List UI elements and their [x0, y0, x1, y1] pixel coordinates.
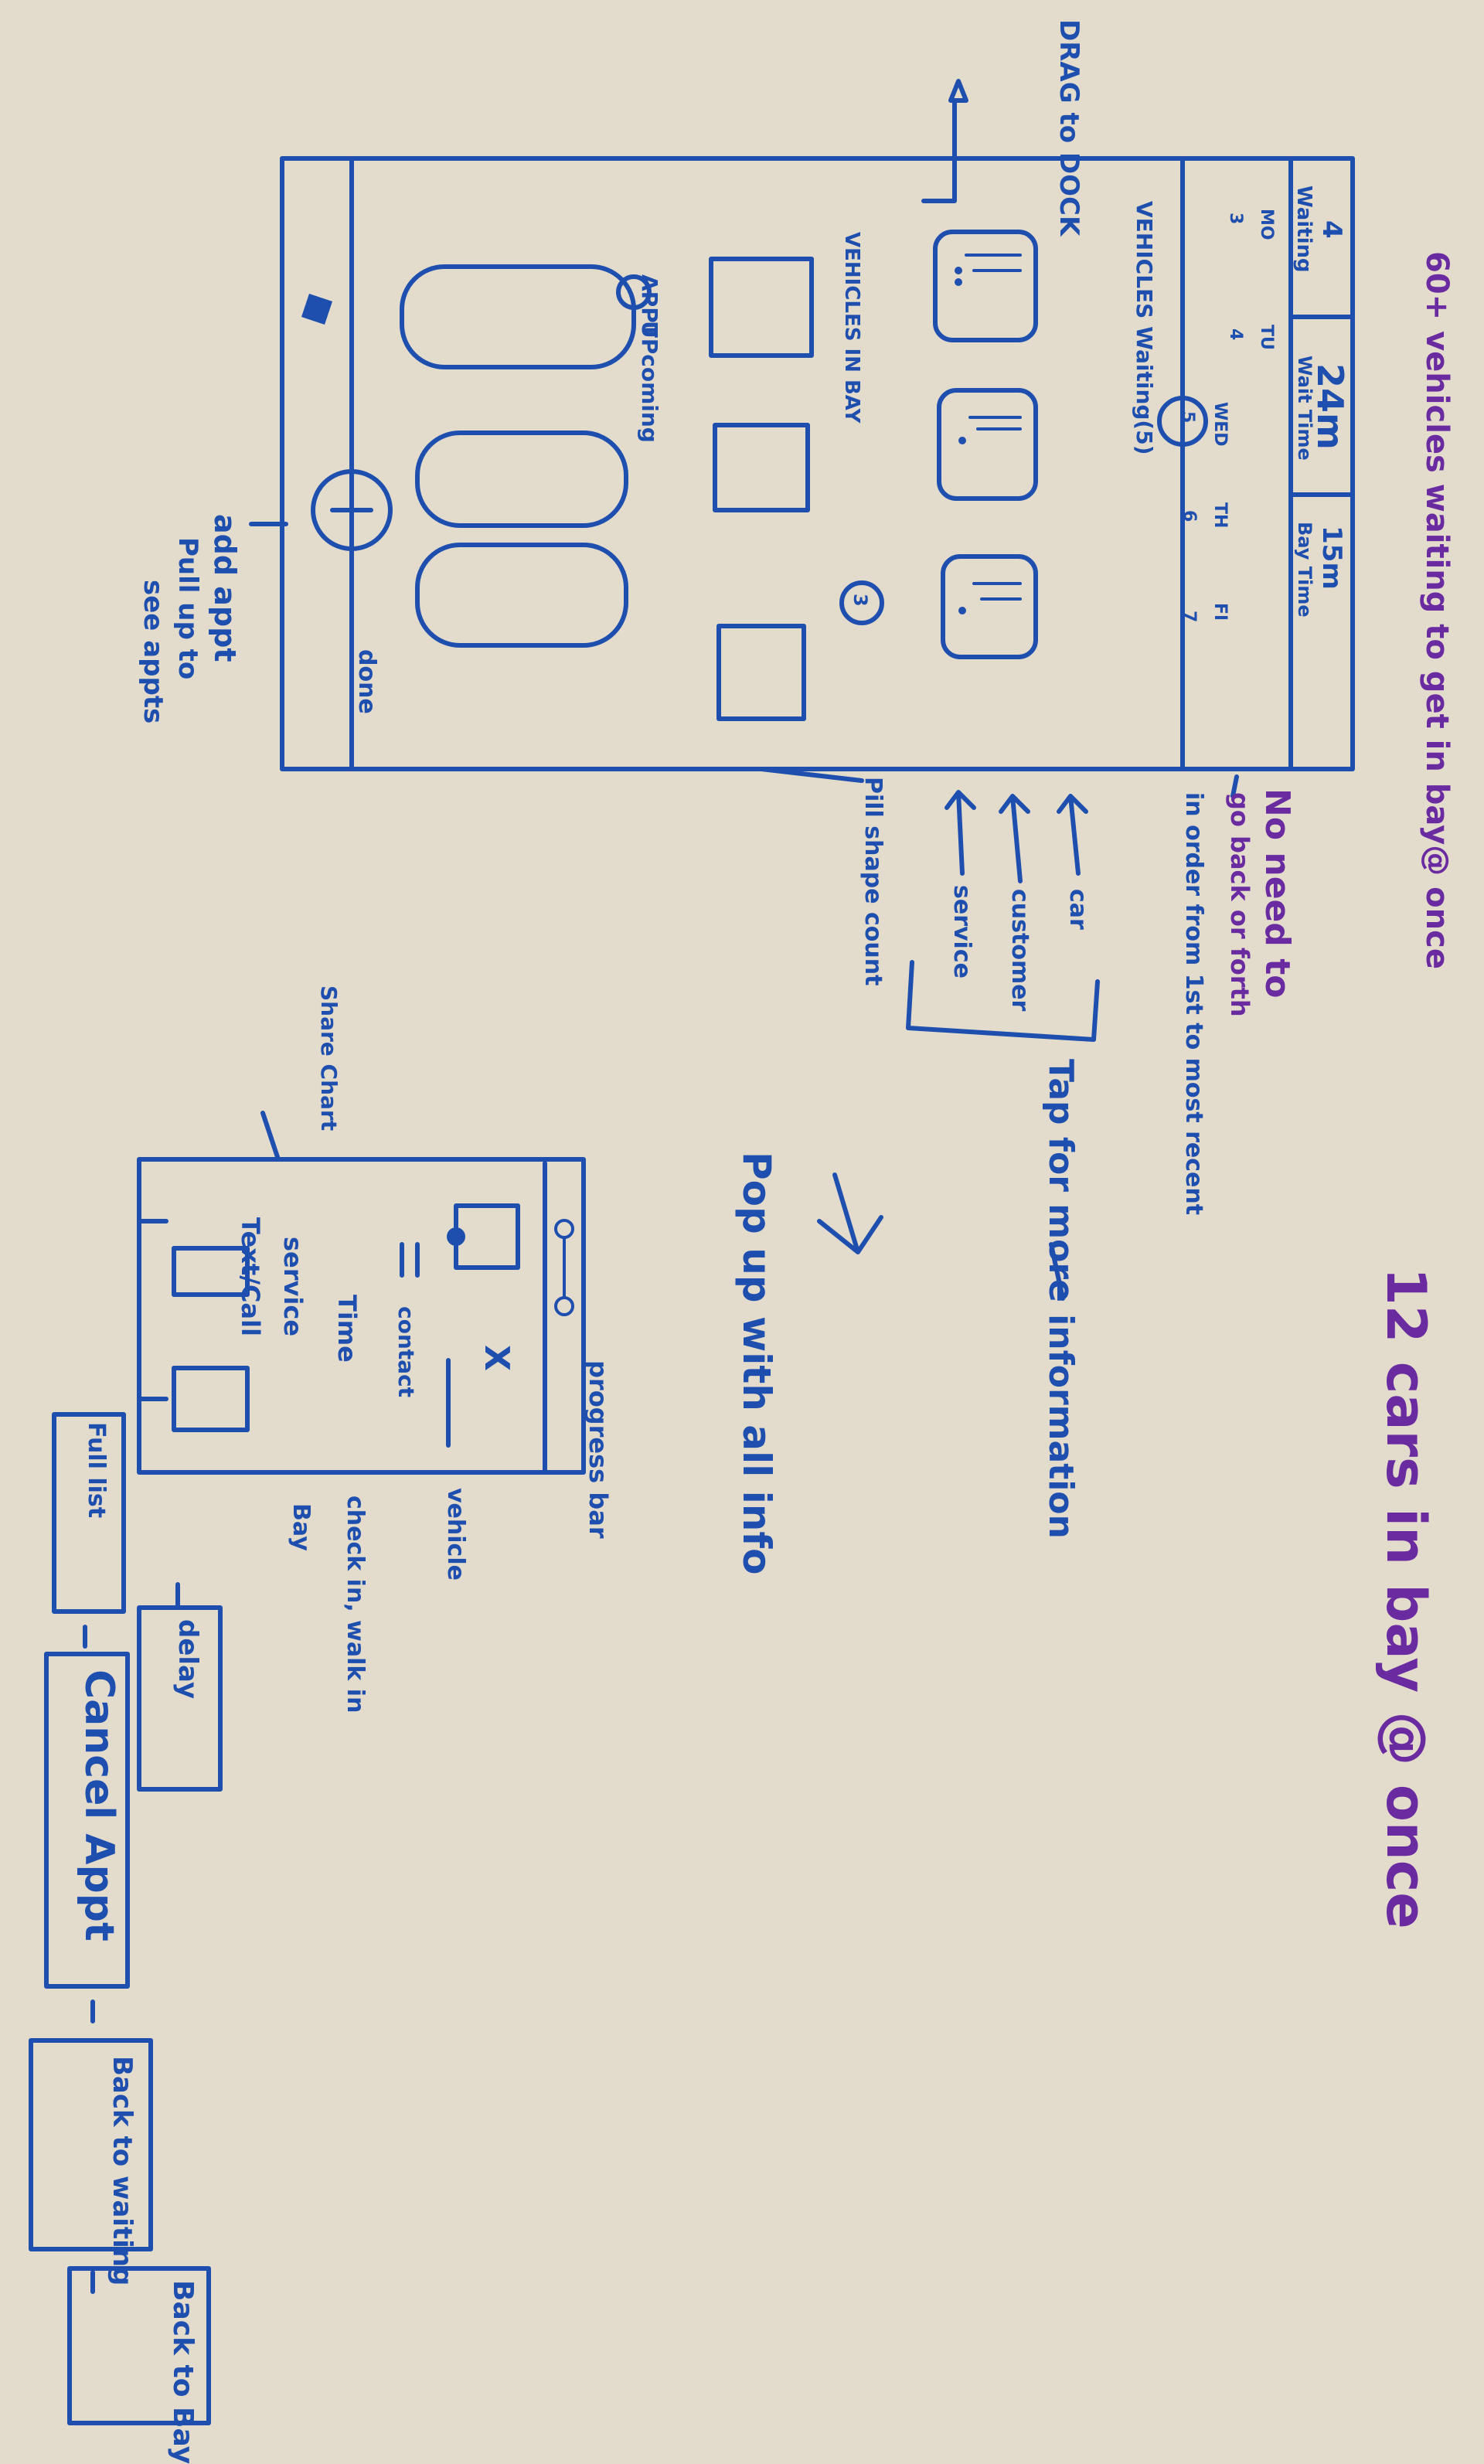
tap-for-more-note: Tap for more information — [1043, 1059, 1078, 1539]
no-need-note-3: in order from 1st to most recent — [1182, 792, 1207, 1215]
back-to-waiting-button[interactable]: Back to waiting — [107, 2056, 135, 2285]
day-tu-count: 4 — [1227, 328, 1244, 340]
day-mo-count: 3 — [1227, 213, 1244, 224]
done-label[interactable]: done — [355, 649, 380, 714]
vehicle-label: vehicle — [444, 1488, 468, 1581]
car-label: car — [1066, 889, 1091, 930]
phone-frame — [282, 158, 1353, 769]
text-call-label[interactable]: Text/Call — [237, 1217, 263, 1336]
vehicles-waiting-label: VEHICLES Waiting(5) — [1133, 201, 1156, 455]
customer-label: customer — [1008, 889, 1033, 1011]
day-mo[interactable]: MO — [1258, 209, 1275, 240]
share-chart-label[interactable]: Share Chart — [318, 985, 340, 1131]
add-appt-note-1: add appt — [209, 514, 240, 662]
back-to-bay-button[interactable]: Back to Bay — [168, 2280, 197, 2464]
stat-wait-time-value: 24m — [1312, 363, 1349, 450]
stat-bay-time-value: 15m — [1317, 526, 1345, 590]
x-close-mark[interactable]: X — [478, 1345, 514, 1371]
drag-to-dock-note: DRAG to DOCK — [1054, 19, 1082, 236]
contact-label: contact — [395, 1306, 417, 1397]
cancel-appt-button[interactable]: Cancel Appt — [77, 1669, 120, 1942]
popup-all-info-note: Pop up with all info — [737, 1152, 778, 1575]
upcoming-label: UPcoming — [638, 321, 661, 443]
vehicles-waiting-note: 60+ vehicles waiting to get in bay@ once — [1421, 251, 1453, 969]
day-wed[interactable]: WED — [1211, 402, 1229, 447]
cars-in-bay-note: 12 cars in bay @ once — [1377, 1268, 1435, 1929]
pill-shape-count-note: Pill shape count — [861, 777, 886, 985]
vehicles-in-bay-count: 3 — [850, 594, 870, 607]
checkin-label: check in, walk in — [343, 1496, 368, 1713]
add-appt-note-3: see appts — [138, 580, 166, 723]
stat-waiting-label: Waiting — [1293, 185, 1314, 273]
vehicles-in-bay-label: VEHICLES IN BAY — [841, 232, 862, 423]
stat-wait-time-label: Wait Time — [1295, 356, 1314, 461]
time-label: Time — [333, 1295, 359, 1363]
stat-waiting-value: 4 — [1317, 220, 1345, 239]
full-list-button[interactable]: Full list — [84, 1422, 109, 1518]
day-wed-count: 5 — [1179, 411, 1196, 423]
bay-label: Bay — [289, 1503, 314, 1551]
no-need-note-1: No need to — [1259, 788, 1295, 998]
progress-bar-label: progress bar — [584, 1360, 611, 1539]
service-popup-label: service — [279, 1237, 305, 1336]
day-th[interactable]: TH — [1211, 502, 1229, 528]
service-label: service — [950, 885, 975, 978]
delay-button[interactable]: delay — [173, 1619, 201, 1699]
day-tu[interactable]: TU — [1258, 325, 1275, 350]
day-fi[interactable]: FI — [1211, 603, 1229, 621]
day-fi-count: 7 — [1180, 611, 1198, 622]
add-appt-note-2: Pull up to — [173, 537, 201, 679]
stat-bay-time-label: Bay Time — [1295, 522, 1314, 618]
day-th-count: 6 — [1180, 510, 1198, 522]
no-need-note-2: go back or forth — [1226, 792, 1252, 1017]
